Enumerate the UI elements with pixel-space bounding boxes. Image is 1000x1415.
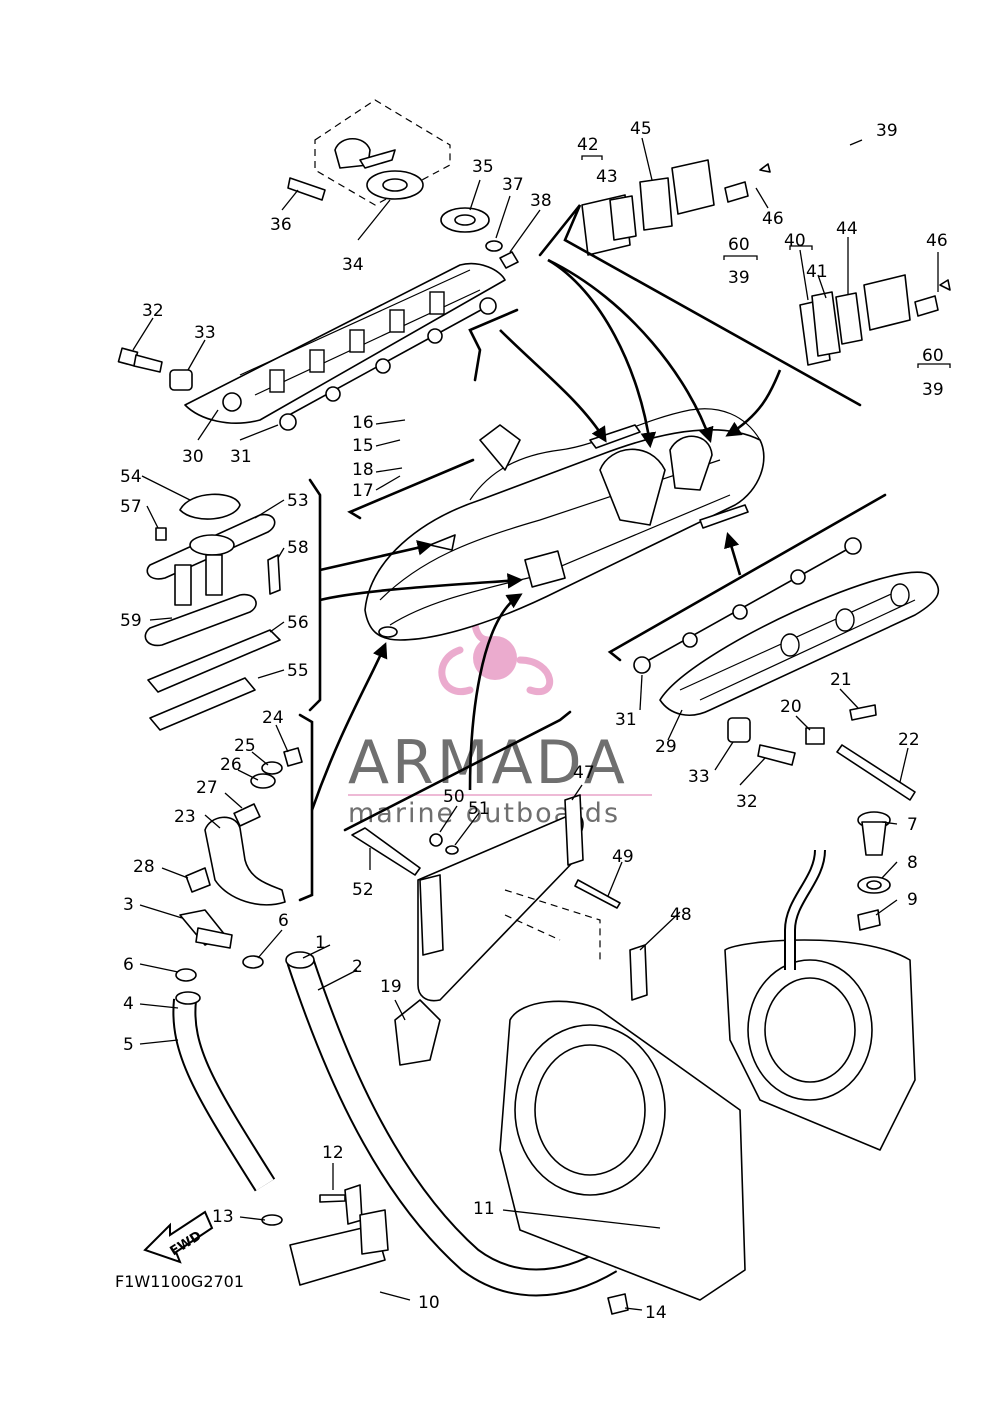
callout-27: 27 bbox=[196, 778, 218, 798]
callout-46-right: 46 bbox=[926, 231, 948, 251]
callout-32-lower: 32 bbox=[736, 792, 758, 812]
callout-49: 49 bbox=[612, 847, 634, 867]
drain-plug-group-34 bbox=[287, 99, 519, 269]
callout-50: 50 bbox=[443, 787, 465, 807]
leader-lines bbox=[132, 137, 939, 1311]
callout-41: 41 bbox=[806, 262, 828, 282]
callout-22: 22 bbox=[898, 730, 920, 750]
diagram-code: F1W1100G2701 bbox=[115, 1272, 244, 1291]
callout-2: 2 bbox=[352, 957, 363, 977]
cleat-assembly bbox=[144, 493, 281, 731]
collar-33-upper bbox=[169, 369, 193, 391]
callout-34: 34 bbox=[342, 255, 364, 275]
callout-60-left: 60 bbox=[728, 235, 750, 255]
callout-19: 19 bbox=[380, 977, 402, 997]
callout-30: 30 bbox=[182, 447, 204, 467]
callout-39-handle: 39 bbox=[876, 121, 898, 141]
watercraft-hull bbox=[364, 408, 765, 641]
callout-52: 52 bbox=[352, 880, 374, 900]
pads-40-45 bbox=[581, 163, 951, 366]
steering-bracket-23 bbox=[185, 747, 303, 906]
callout-28: 28 bbox=[133, 857, 155, 877]
hose-assembly bbox=[172, 909, 674, 1297]
callout-47: 47 bbox=[573, 763, 595, 783]
callout-32-upper: 32 bbox=[142, 301, 164, 321]
bolt-32-upper bbox=[117, 347, 163, 373]
watermark-brand: ARMADA bbox=[348, 728, 628, 798]
rear-rail-assembly bbox=[633, 537, 940, 801]
callout-10: 10 bbox=[418, 1293, 440, 1313]
callout-42: 42 bbox=[577, 135, 599, 155]
callout-12: 12 bbox=[322, 1143, 344, 1163]
callout-31-upper: 31 bbox=[230, 447, 252, 467]
callout-7: 7 bbox=[907, 815, 918, 835]
callout-6-right: 6 bbox=[278, 911, 289, 931]
grab-handle-39 bbox=[671, 93, 939, 331]
callout-48: 48 bbox=[670, 905, 692, 925]
callout-labels: 1 2 3 4 5 6 6 7 8 9 10 11 12 13 14 15 16… bbox=[120, 119, 948, 1323]
fwd-arrow: FWD bbox=[143, 1210, 214, 1264]
callout-31-lower: 31 bbox=[615, 710, 637, 730]
plug-7-9 bbox=[857, 811, 891, 931]
callout-36: 36 bbox=[270, 215, 292, 235]
callout-21: 21 bbox=[830, 670, 852, 690]
callout-brackets bbox=[581, 155, 951, 368]
callout-1: 1 bbox=[315, 933, 326, 953]
callout-53: 53 bbox=[287, 491, 309, 511]
callout-18: 18 bbox=[352, 460, 374, 480]
pump-housing bbox=[394, 849, 916, 1315]
callout-33-upper: 33 bbox=[194, 323, 216, 343]
callout-40: 40 bbox=[784, 231, 806, 251]
callout-39-left: 39 bbox=[728, 268, 750, 288]
callout-17: 17 bbox=[352, 481, 374, 501]
callout-57: 57 bbox=[120, 497, 142, 517]
grouping-lines bbox=[298, 204, 887, 902]
callout-35: 35 bbox=[472, 157, 494, 177]
callout-46-left: 46 bbox=[762, 209, 784, 229]
callout-16: 16 bbox=[352, 413, 374, 433]
callout-58: 58 bbox=[287, 538, 309, 558]
callout-6-left: 6 bbox=[123, 955, 134, 975]
callout-20: 20 bbox=[780, 697, 802, 717]
callout-29: 29 bbox=[655, 737, 677, 757]
callout-14: 14 bbox=[645, 1303, 667, 1323]
callout-15: 15 bbox=[352, 436, 374, 456]
callout-8: 8 bbox=[907, 853, 918, 873]
callout-43: 43 bbox=[596, 167, 618, 187]
callout-23: 23 bbox=[174, 807, 196, 827]
callout-37: 37 bbox=[502, 175, 524, 195]
callout-4: 4 bbox=[123, 994, 134, 1014]
callout-60-right: 60 bbox=[922, 346, 944, 366]
front-rail-assembly bbox=[184, 262, 506, 431]
callout-11: 11 bbox=[473, 1199, 495, 1219]
callout-33-lower: 33 bbox=[688, 767, 710, 787]
callout-56: 56 bbox=[287, 613, 309, 633]
callout-59: 59 bbox=[120, 611, 142, 631]
callout-44: 44 bbox=[836, 219, 858, 239]
callout-5: 5 bbox=[123, 1035, 134, 1055]
callout-38: 38 bbox=[530, 191, 552, 211]
callout-26: 26 bbox=[220, 755, 242, 775]
callout-54: 54 bbox=[120, 467, 142, 487]
callout-55: 55 bbox=[287, 661, 309, 681]
callout-39-right: 39 bbox=[922, 380, 944, 400]
callout-13: 13 bbox=[212, 1207, 234, 1227]
callout-24: 24 bbox=[262, 708, 284, 728]
cover-assembly-47 bbox=[351, 794, 648, 1002]
callout-25: 25 bbox=[234, 736, 256, 756]
callout-51: 51 bbox=[468, 799, 490, 819]
callout-3: 3 bbox=[123, 895, 134, 915]
callout-9: 9 bbox=[907, 890, 918, 910]
callout-45: 45 bbox=[630, 119, 652, 139]
